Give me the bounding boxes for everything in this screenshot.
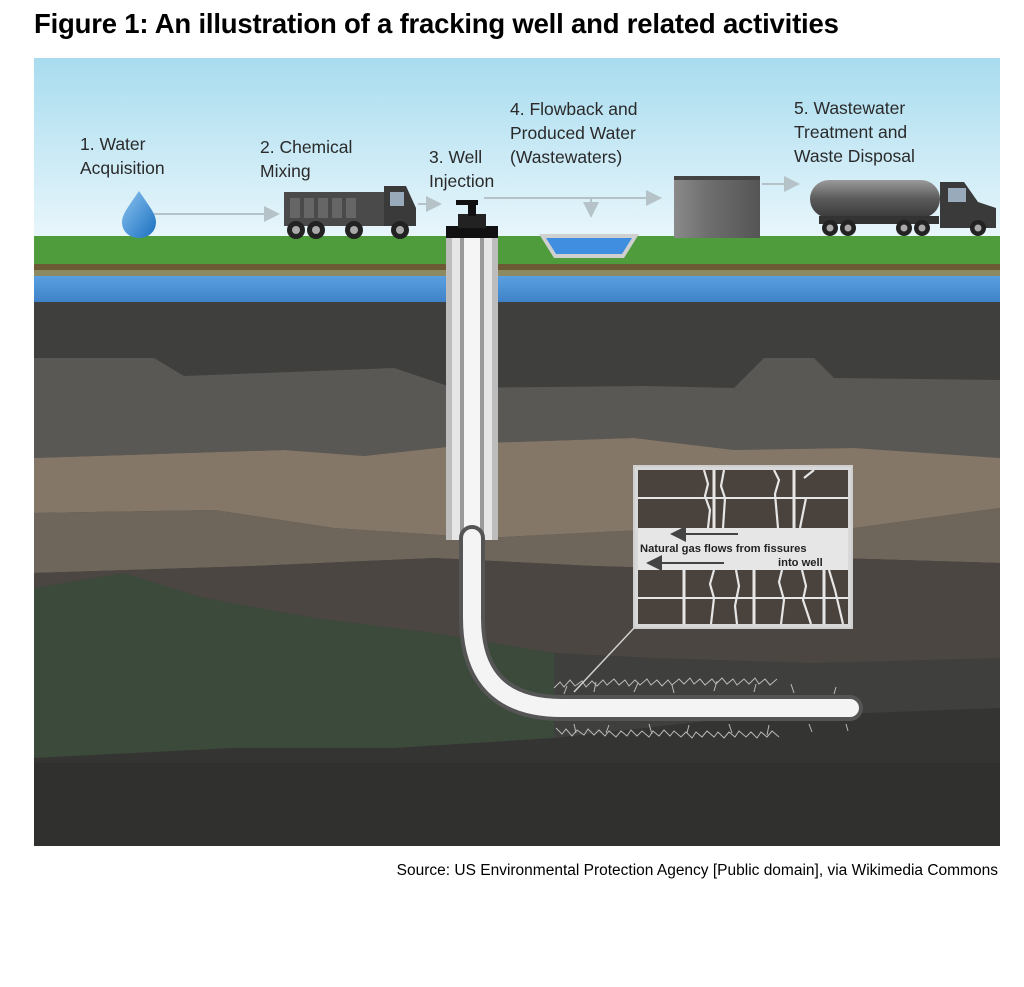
storage-tank-icon xyxy=(674,176,760,238)
tanker-truck-icon xyxy=(810,180,996,236)
flowback-pit-icon xyxy=(539,234,639,258)
mixing-truck-icon xyxy=(284,186,416,239)
source-caption: Source: US Environmental Protection Agen… xyxy=(396,862,998,879)
tank-rim xyxy=(674,176,760,180)
water-drop-icon xyxy=(122,191,156,238)
rock-layer-upper xyxy=(34,358,1000,458)
fissure-inset xyxy=(633,465,853,629)
step1-label: 1. Water Acquisition xyxy=(80,134,165,178)
rock-layer-green xyxy=(34,573,554,758)
aquifer-layer xyxy=(34,276,1000,302)
step2-label: 2. Chemical Mixing xyxy=(260,137,357,181)
inset-caption: Natural gas flows from fissures into wel… xyxy=(640,543,823,569)
bottom-layer xyxy=(34,763,1000,846)
fracture-zone xyxy=(553,677,849,739)
step3-label: 3. Well Injection xyxy=(429,147,494,191)
inset-leader-line xyxy=(573,627,635,693)
wellbore-inner xyxy=(463,529,859,717)
step4-label: 4. Flowback and Produced Water (Wastewat… xyxy=(510,99,642,167)
figure-title: Figure 1: An illustration of a fracking … xyxy=(34,8,839,39)
soil-strip xyxy=(34,264,1000,272)
wellhead-icon xyxy=(446,200,498,238)
topsoil xyxy=(34,270,1000,278)
well-casing xyxy=(446,238,498,540)
fracking-well-diagram: 1. Water Acquisition 2. Chemical Mixing … xyxy=(34,58,1000,846)
step5-label: 5. Wastewater Treatment and Waste Dispos… xyxy=(794,98,915,166)
grass-strip xyxy=(34,236,1000,266)
